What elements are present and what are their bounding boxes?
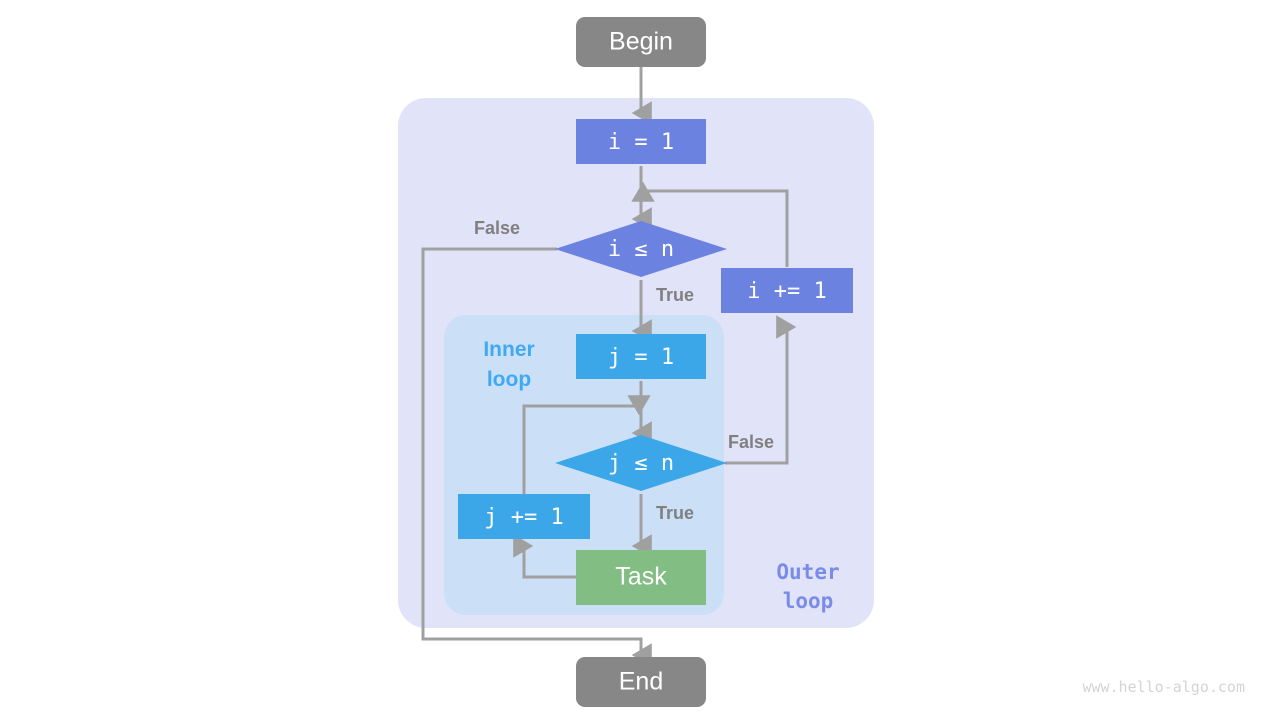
- node-cond-i-label: i ≤ n: [608, 237, 674, 262]
- node-cond-j-label: j ≤ n: [608, 451, 674, 476]
- node-init-i[interactable]: i = 1: [576, 119, 706, 164]
- node-incr-j[interactable]: j += 1: [458, 494, 590, 539]
- node-begin[interactable]: Begin: [576, 17, 706, 67]
- node-task[interactable]: Task: [576, 550, 706, 605]
- node-cond-j[interactable]: j ≤ n: [555, 435, 727, 491]
- node-end[interactable]: End: [576, 657, 706, 707]
- outer-loop-label-line2: loop: [783, 589, 834, 613]
- edge-task-to-incr-j: [513, 534, 576, 579]
- edge-incr-i-to-cond-i: [631, 181, 789, 267]
- outer-loop-label-line1: Outer: [776, 560, 839, 584]
- node-init-j-label: j = 1: [608, 345, 674, 370]
- edge-incr-j-to-cond-j: [522, 395, 651, 494]
- inner-loop-label-line2: loop: [487, 368, 531, 391]
- edge-label-cond-j-true: True: [656, 503, 694, 523]
- edge-cond-i-false-to-end: [421, 247, 652, 667]
- edge-cond-j-false-to-incr-i: [725, 315, 797, 465]
- node-cond-i[interactable]: i ≤ n: [555, 221, 727, 277]
- node-end-label: End: [619, 668, 663, 696]
- inner-loop-label-line1: Inner: [483, 338, 534, 361]
- edge-label-cond-i-true: True: [656, 285, 694, 305]
- edge-label-cond-j-false: False: [728, 432, 774, 452]
- node-task-label: Task: [615, 563, 667, 591]
- node-init-i-label: i = 1: [608, 130, 674, 155]
- node-incr-i[interactable]: i += 1: [721, 268, 853, 313]
- watermark-label: www.hello-algo.com: [1082, 678, 1245, 696]
- node-begin-label: Begin: [609, 28, 673, 56]
- node-incr-j-label: j += 1: [484, 505, 563, 530]
- node-incr-i-label: i += 1: [747, 279, 826, 304]
- node-init-j[interactable]: j = 1: [576, 334, 706, 379]
- edge-label-cond-i-false: False: [474, 218, 520, 238]
